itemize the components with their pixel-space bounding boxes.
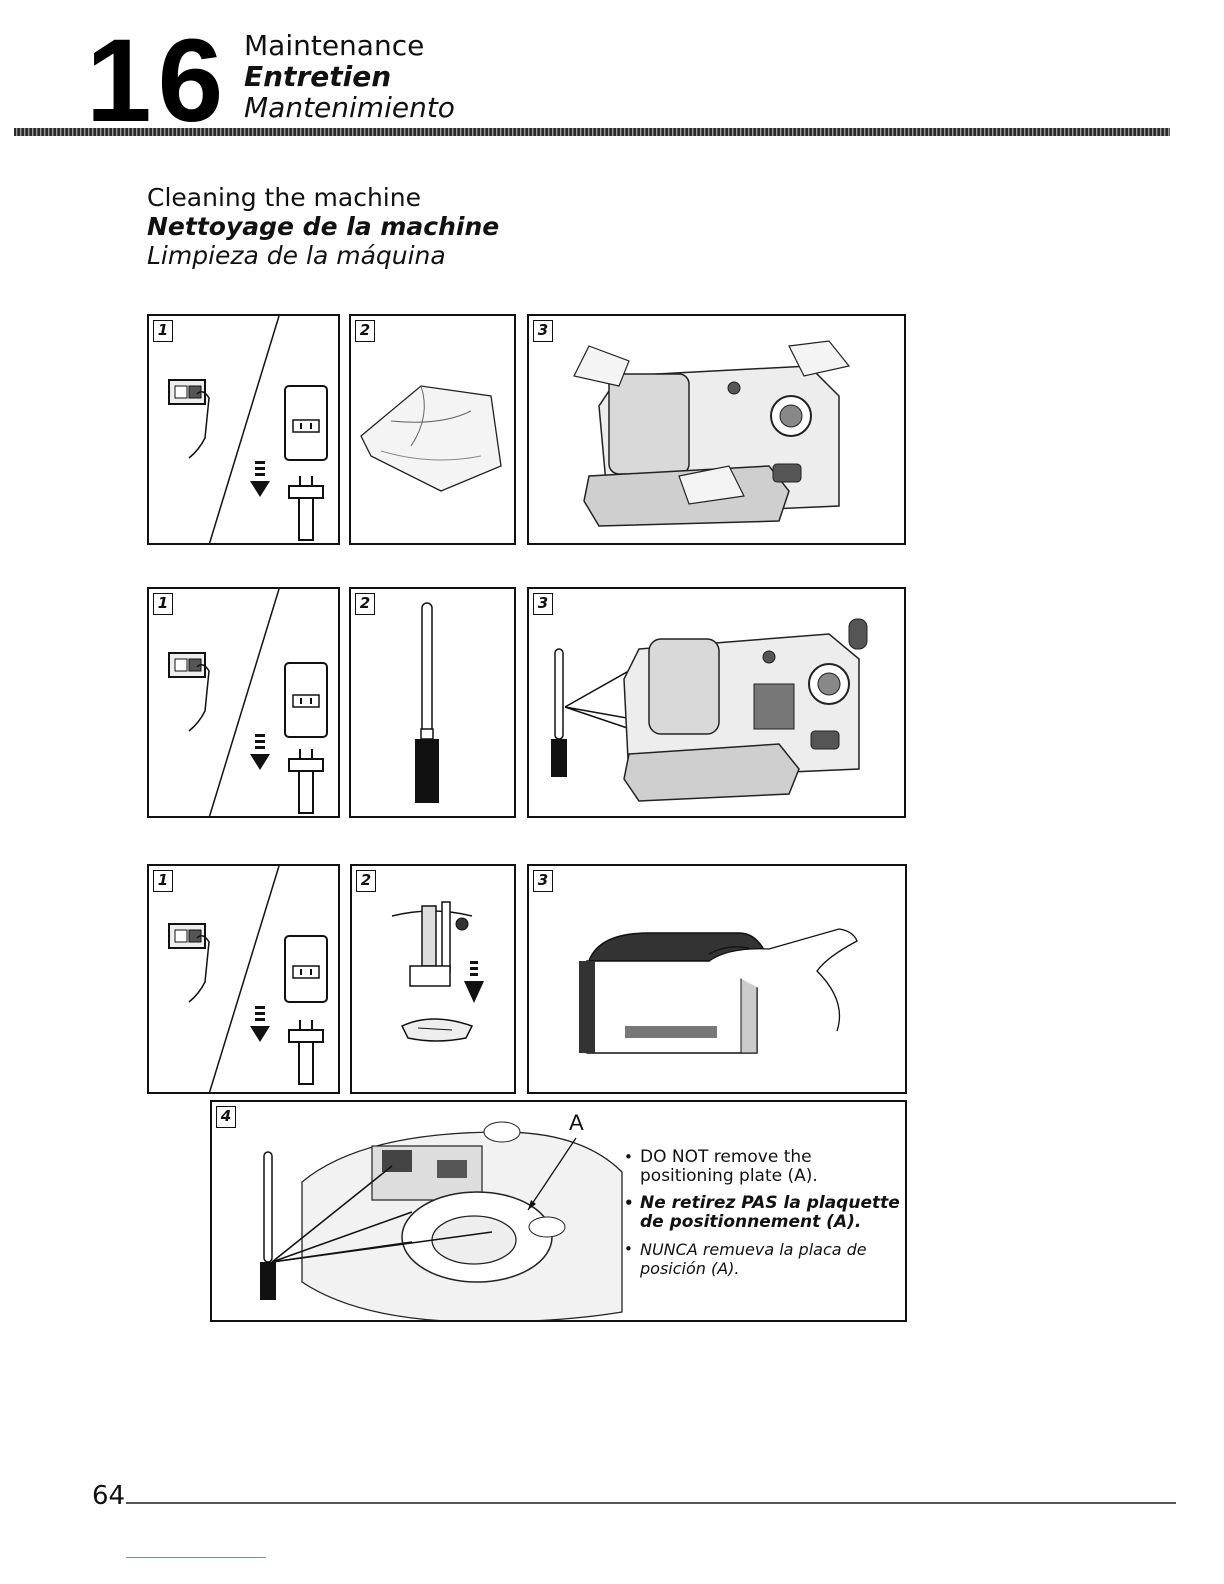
- cloth-illustration: [351, 316, 516, 545]
- row2-step3-panel: 3: [527, 587, 906, 818]
- chapter-title-fr: Entretien: [244, 61, 455, 92]
- row1-step1-panel: 1: [147, 314, 340, 545]
- section-title-es: Limpieza de la máquina: [147, 241, 499, 270]
- row1-step3-panel: 3: [527, 314, 906, 545]
- step-label: 1: [153, 870, 173, 892]
- chapter-number: 16: [86, 22, 229, 140]
- row1-step2-panel: 2: [349, 314, 516, 545]
- sewing-machine-brush-illustration: [529, 589, 906, 818]
- step-label: 3: [533, 320, 553, 342]
- note-es: NUNCA remueva la placa de posición (A).: [622, 1240, 902, 1278]
- section-title-fr: Nettoyage de la machine: [147, 212, 499, 241]
- footer-link-rule: [126, 1557, 266, 1558]
- section-title-en: Cleaning the machine: [147, 183, 499, 212]
- presser-foot-removal-illustration: [352, 866, 516, 1094]
- step-label: 2: [355, 593, 375, 615]
- chapter-title-es: Mantenimiento: [244, 92, 455, 123]
- step-label: 2: [355, 320, 375, 342]
- unplug-illustration: [149, 316, 340, 545]
- note-en: DO NOT remove the positioning plate (A).: [622, 1148, 902, 1186]
- header-rule: [14, 128, 1170, 136]
- unplug-illustration: [149, 589, 340, 818]
- step-label: 1: [153, 320, 173, 342]
- needle-plate-removal-illustration: [529, 866, 907, 1094]
- step-label: 1: [153, 593, 173, 615]
- step-label: 4: [216, 1106, 236, 1128]
- part-label-a: A: [569, 1110, 584, 1136]
- brush-icon: [351, 589, 516, 818]
- unplug-illustration: [149, 866, 340, 1094]
- step-label: 2: [356, 870, 376, 892]
- step-label: 3: [533, 593, 553, 615]
- chapter-titles: Maintenance Entretien Mantenimiento: [244, 30, 455, 123]
- section-titles: Cleaning the machine Nettoyage de la mac…: [147, 183, 499, 270]
- step-label: 3: [533, 870, 553, 892]
- page-number: 64: [92, 1481, 125, 1511]
- row3-step2-panel: 2: [350, 864, 516, 1094]
- row2-step2-panel: 2: [349, 587, 516, 818]
- row3-step1-panel: 1: [147, 864, 340, 1094]
- row3-step3-panel: 3: [527, 864, 907, 1094]
- row2-step1-panel: 1: [147, 587, 340, 818]
- note-fr: Ne retirez PAS la plaquette de positionn…: [622, 1194, 902, 1232]
- sewing-machine-wipe-illustration: [529, 316, 906, 545]
- step4-panel: 4 A DO NOT remove the positioning plate …: [210, 1100, 907, 1322]
- footer-rule: [126, 1502, 1176, 1504]
- warning-notes: DO NOT remove the positioning plate (A).…: [622, 1148, 902, 1286]
- chapter-title-en: Maintenance: [244, 30, 455, 61]
